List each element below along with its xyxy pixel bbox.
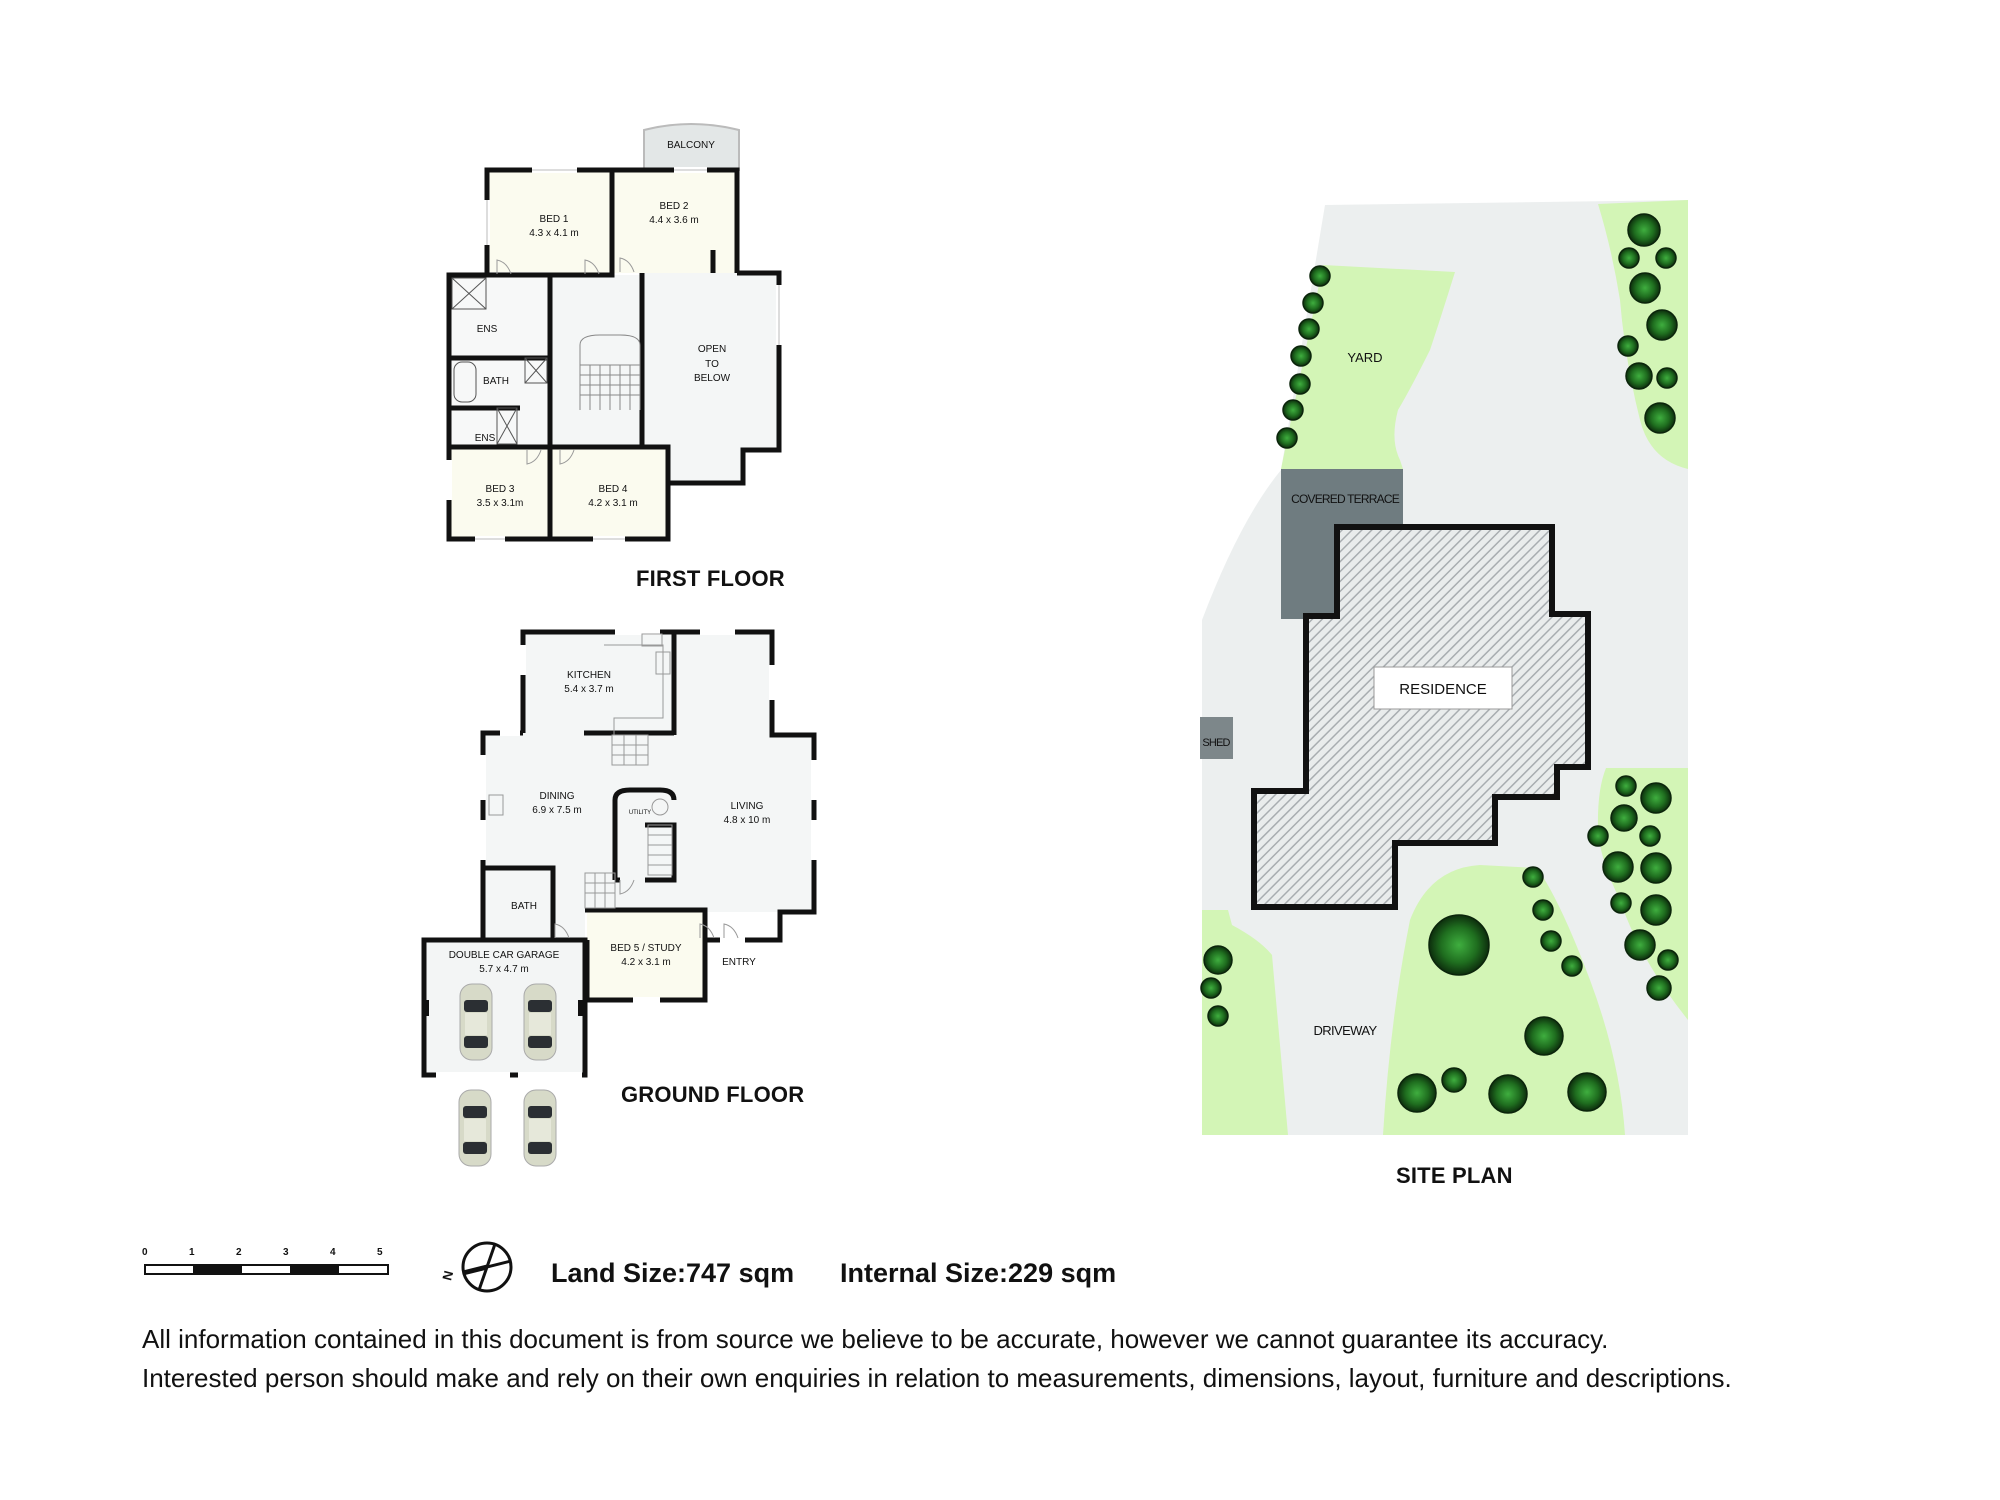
room-size-living: 4.8 x 10 m <box>724 815 771 826</box>
room-label-kitchen: KITCHEN <box>567 670 611 681</box>
scale-tick-3: 3 <box>283 1247 289 1258</box>
room-size-garage: 5.7 x 4.7 m <box>479 964 528 975</box>
balcony-area <box>643 123 740 171</box>
scale-tick-0: 0 <box>142 1247 148 1258</box>
ground-floor-plan: KITCHEN 5.4 x 3.7 m DINING 6.9 x 7.5 m U… <box>421 629 817 1167</box>
room-size-bed4: 4.2 x 3.1 m <box>588 498 637 509</box>
internal-size: Internal Size:229 sqm <box>840 1258 1117 1288</box>
room-label-living: LIVING <box>731 801 764 812</box>
site-label-residence: RESIDENCE <box>1399 681 1487 698</box>
ground-floor-title: GROUND FLOOR <box>621 1082 805 1107</box>
room-label-utility: UTILITY <box>629 810 651 816</box>
room-label-ens2: ENS <box>475 433 496 444</box>
room-label-open: OPEN <box>698 344 726 355</box>
room-size-bed3: 3.5 x 3.1m <box>477 498 524 509</box>
room-label-bath: BATH <box>483 376 509 387</box>
scale-tick-5: 5 <box>377 1247 383 1258</box>
room-size-bed5-study: 4.2 x 3.1 m <box>621 957 670 968</box>
site-label-yard: YARD <box>1347 350 1382 365</box>
room-label-below: BELOW <box>694 373 731 384</box>
room-label-garage: DOUBLE CAR GARAGE <box>449 950 560 961</box>
room-label-to: TO <box>705 359 719 370</box>
scale-bar: 0 1 2 3 4 5 <box>142 1247 392 1287</box>
site-label-driveway: DRIVEWAY <box>1313 1023 1377 1038</box>
disclaimer-line-1: All information contained in this docume… <box>142 1324 1609 1354</box>
room-size-bed1: 4.3 x 4.1 m <box>529 228 578 239</box>
residence-label-box <box>1373 666 1513 710</box>
site-label-shed: SHED <box>1202 737 1230 749</box>
scale-tick-4: 4 <box>330 1247 336 1258</box>
scale-bar-graphic <box>144 1264 389 1275</box>
room-label-ground-bath: BATH <box>511 901 537 912</box>
room-size-dining: 6.9 x 7.5 m <box>532 805 581 816</box>
room-label-bed4: BED 4 <box>599 484 628 495</box>
scale-tick-1: 1 <box>189 1247 195 1258</box>
disclaimer-line-2: Interested person should make and rely o… <box>142 1363 1732 1393</box>
disclaimer: All information contained in this docume… <box>142 1320 1732 1398</box>
room-size-bed2: 4.4 x 3.6 m <box>649 215 698 226</box>
tree-icons <box>1200 213 1679 1114</box>
first-floor-plan: BALCONY BED 1 4.3 x 4.1 m BED 2 4.4 x 3.… <box>446 123 782 542</box>
room-size-kitchen: 5.4 x 3.7 m <box>564 684 613 695</box>
shed <box>1200 717 1233 759</box>
room-label-dining: DINING <box>540 791 575 802</box>
room-label-bed2: BED 2 <box>660 201 689 212</box>
room-label-bed1: BED 1 <box>540 214 569 225</box>
north-arrow-icon <box>461 1241 513 1293</box>
scale-tick-2: 2 <box>236 1247 242 1258</box>
room-label-bed3: BED 3 <box>486 484 515 495</box>
site-plan: YARD COVERED TERRACE RESIDENCE SHED DRIV… <box>1200 200 1688 1135</box>
first-floor-title: FIRST FLOOR <box>636 566 785 591</box>
land-size: Land Size:747 sqm <box>551 1258 795 1288</box>
room-label-balcony: BALCONY <box>667 140 715 151</box>
residence-footprint <box>1251 524 1591 910</box>
yard-grass <box>1281 265 1455 469</box>
compass: N <box>439 1238 515 1298</box>
room-label-entry: ENTRY <box>722 957 756 968</box>
room-label-ens1: ENS <box>477 324 498 335</box>
room-label-bed5-study: BED 5 / STUDY <box>610 943 681 954</box>
site-label-covered-terrace: COVERED TERRACE <box>1291 492 1400 506</box>
site-plan-title: SITE PLAN <box>1396 1163 1513 1188</box>
